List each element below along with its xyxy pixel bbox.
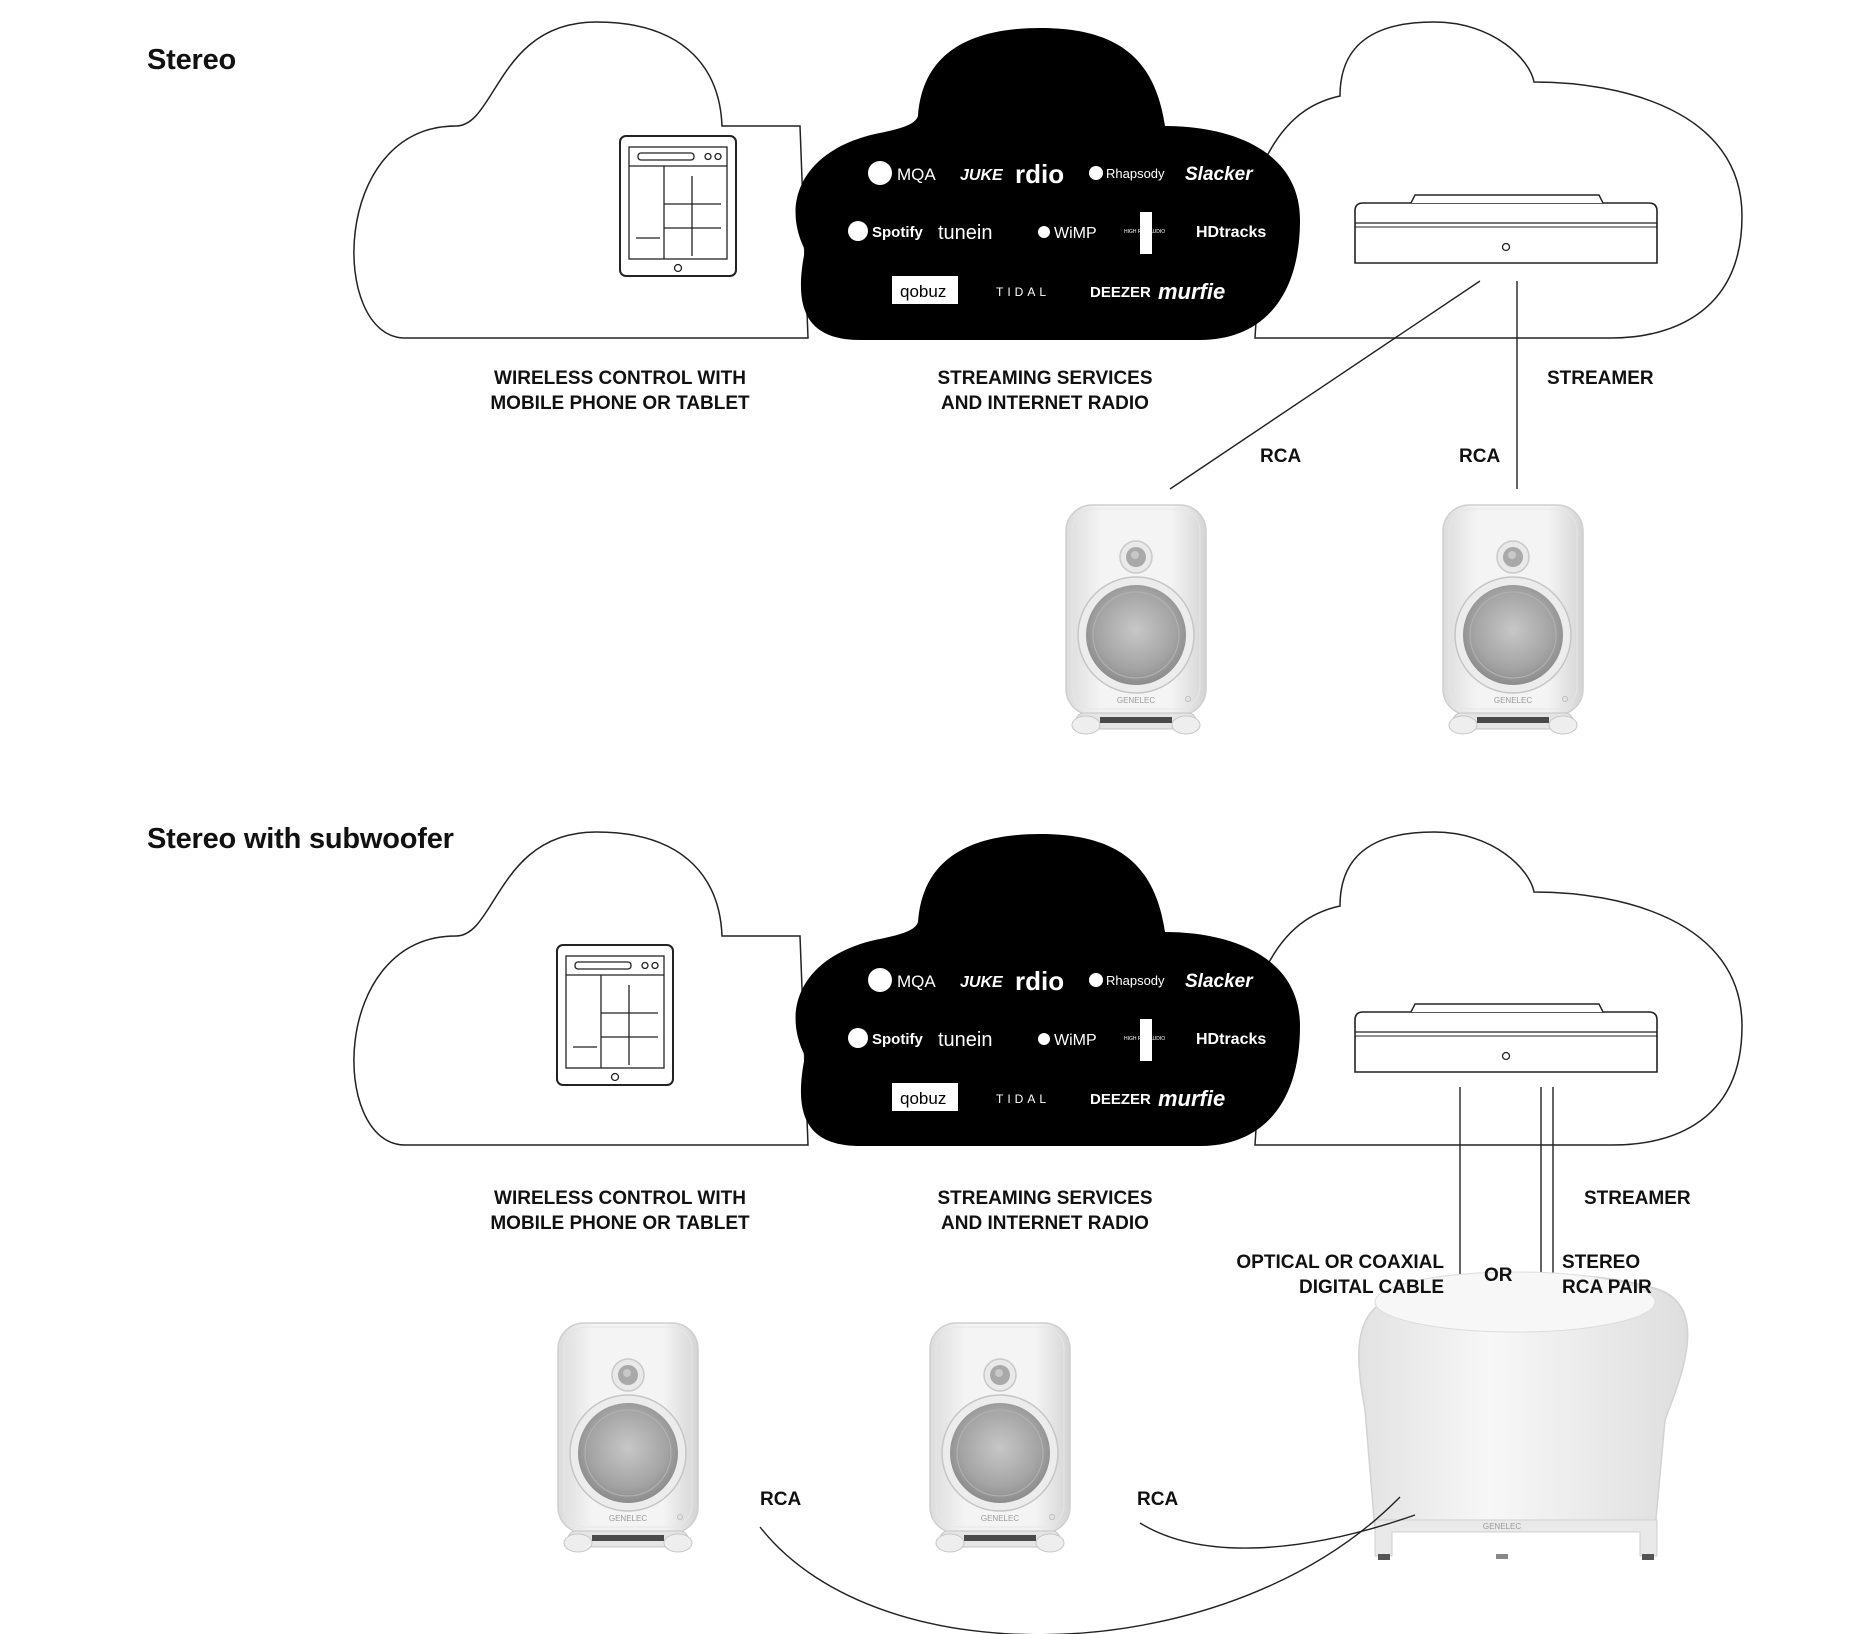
svg-text:Rhapsody: Rhapsody — [1106, 973, 1165, 988]
svg-text:rdio: rdio — [1015, 966, 1064, 996]
svg-text:HIGH RES AUDIO: HIGH RES AUDIO — [1124, 1036, 1165, 1042]
tablet-icon — [619, 135, 737, 277]
logo-qobuz: qobuz — [900, 282, 946, 301]
logo-hdtracks: HDtracks — [1196, 224, 1266, 241]
streaming-service-logos-2: MQA JUKE rdio Rhapsody Slacker Spotify t… — [848, 966, 1266, 1111]
streamer-device-2 — [1354, 1003, 1658, 1073]
section-stereo-subwoofer: MQA JUKE rdio Rhapsody Slacker Spotify t… — [353, 831, 1743, 1634]
logo-wimp: WiMP — [1054, 225, 1097, 242]
streaming-service-logos: MQA JUKE rdio Rhapsody Slacker Spotify t… — [848, 159, 1266, 304]
cloud-wireless-control — [353, 21, 809, 339]
svg-text:Spotify: Spotify — [872, 1031, 923, 1048]
logo-spotify: Spotify — [872, 224, 923, 241]
svg-text:WiMP: WiMP — [1054, 1032, 1097, 1049]
logo-slacker: Slacker — [1185, 164, 1254, 185]
cloud-streaming-services — [795, 28, 1300, 340]
section-title-stereo-subwoofer: Stereo with subwoofer — [147, 823, 454, 855]
speaker-left — [1065, 504, 1207, 735]
svg-text:GENELEC: GENELEC — [1483, 1522, 1521, 1531]
svg-text:Slacker: Slacker — [1185, 971, 1254, 992]
label-streamer-2: STREAMER — [1584, 1188, 1691, 1209]
label-wireless-control: WIRELESS CONTROL WITH MOBILE PHONE OR TA… — [490, 368, 750, 414]
svg-text:JUKE: JUKE — [960, 974, 1004, 991]
cable-rca-left — [1169, 280, 1481, 490]
streamer-device — [1354, 194, 1658, 264]
label-rca-right-2: RCA — [1137, 1489, 1179, 1510]
cable-rca-curve-right — [1139, 1514, 1416, 1549]
logo-juke: JUKE — [960, 167, 1004, 184]
label-rca-right: RCA — [1459, 446, 1501, 467]
logo-murfie: murfie — [1158, 279, 1225, 304]
cloud-streamer-2 — [1254, 831, 1743, 1146]
cloud-streamer — [1254, 21, 1743, 339]
cable-rca-curve-left — [759, 1496, 1401, 1634]
label-rca-left-2: RCA — [760, 1489, 802, 1510]
speaker-right-2 — [929, 1322, 1071, 1553]
logo-rdio: rdio — [1015, 159, 1064, 189]
tablet-icon-2 — [556, 944, 674, 1086]
label-digital-cable: OPTICAL OR COAXIAL DIGITAL CABLE — [1236, 1252, 1444, 1298]
speaker-right — [1442, 504, 1584, 735]
label-streamer: STREAMER — [1547, 368, 1654, 389]
svg-text:HDtracks: HDtracks — [1196, 1031, 1266, 1048]
svg-text:tunein: tunein — [938, 1029, 993, 1051]
logo-rhapsody: Rhapsody — [1106, 166, 1165, 181]
logo-deezer: DEEZER — [1090, 284, 1151, 301]
label-or: OR — [1484, 1265, 1513, 1286]
logo-tunein: tunein — [938, 222, 993, 244]
svg-text:TIDAL: TIDAL — [996, 1092, 1050, 1106]
label-rca-left: RCA — [1260, 446, 1302, 467]
label-streaming-services-2: STREAMING SERVICES AND INTERNET RADIO — [937, 1188, 1153, 1234]
section-title-stereo: Stereo — [147, 44, 237, 76]
label-streaming-services: STREAMING SERVICES AND INTERNET RADIO — [937, 368, 1153, 414]
svg-text:MQA: MQA — [897, 972, 936, 991]
cloud-streaming-services-2 — [795, 834, 1300, 1146]
logo-mqa: MQA — [897, 165, 936, 184]
subwoofer: GENELEC — [1358, 1271, 1689, 1560]
svg-text:DEEZER: DEEZER — [1090, 1091, 1151, 1108]
section-stereo: MQA JUKE rdio Rhapsody Slacker Spotify t… — [353, 21, 1743, 735]
speaker-left-2 — [557, 1322, 699, 1553]
logo-high-res-audio: HIGH RES AUDIO — [1124, 229, 1165, 235]
label-rca-pair: STEREO RCA PAIR — [1562, 1252, 1652, 1298]
svg-text:qobuz: qobuz — [900, 1089, 946, 1108]
label-wireless-control-2: WIRELESS CONTROL WITH MOBILE PHONE OR TA… — [490, 1188, 750, 1234]
logo-tidal: TIDAL — [996, 285, 1050, 299]
svg-text:murfie: murfie — [1158, 1086, 1225, 1111]
